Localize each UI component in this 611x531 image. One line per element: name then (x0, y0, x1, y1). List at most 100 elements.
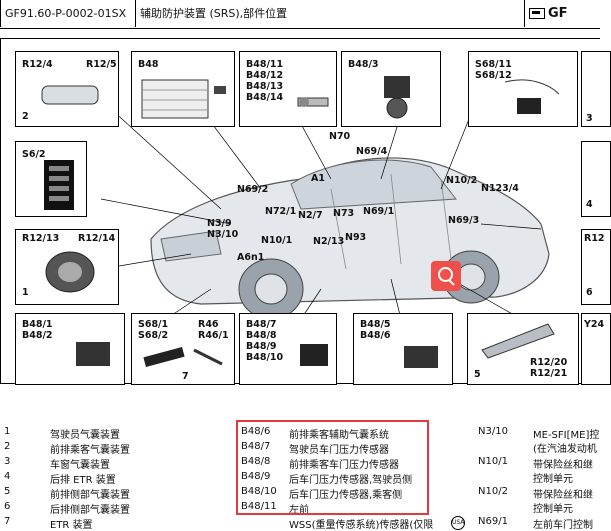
legend-key: 1 (4, 426, 11, 437)
box-y24-label: Y24 (584, 319, 605, 330)
box-r12-4-label-a: R12/4 (22, 59, 53, 70)
box-b48-5-label-a: B48/5 (360, 319, 391, 330)
box-label-3: 3 (581, 51, 611, 127)
legend-value: 控制单元 (533, 504, 573, 515)
box-r12-20-label-c: R12/21 (530, 368, 568, 379)
etr-unit-sketch (143, 346, 223, 368)
box-s68-1: S68/1 S68/2 R46 R46/1 7 (131, 313, 235, 385)
legend-key: 6 (4, 501, 11, 512)
legend-value: 带保险丝和继 (533, 460, 593, 471)
box-s68-1-label-e: 7 (182, 371, 189, 382)
legend-key: 3 (4, 456, 11, 467)
callout-n69-1: N69/1 (363, 206, 395, 217)
callout-n69-4: N69/4 (356, 146, 388, 157)
legend-value: 前排侧部气囊装置 (50, 490, 130, 501)
impact-sensor-sketch (76, 342, 110, 366)
box-r12-13-label-b: R12/14 (78, 233, 116, 244)
box-r12: R12 6 (581, 229, 611, 305)
legend-value: 前排乘客辅助气囊系统 (289, 430, 389, 441)
callout-n2-13: N2/13 (313, 236, 345, 247)
brand-cell: GF (525, 0, 600, 27)
box-r12-20-label-a: 5 (474, 369, 481, 380)
document-header: GF91.60-P-0002-01SX 辅助防护装置 (SRS),部件位置 GF (0, 0, 600, 29)
box-b48-11-label-a: B48/11 (246, 59, 284, 70)
legend-key: N10/2 (478, 486, 508, 497)
callout-a6n1: A6n1 (237, 252, 265, 263)
legend-value: ETR 装置 (50, 520, 93, 531)
legend-value: WSS(重量传感系统)传感器(仅限 (289, 520, 434, 531)
box-s68-1-label-b: S68/2 (138, 330, 169, 341)
box-r12-4: R12/4 R12/5 2 (15, 51, 119, 127)
legend-value: 驾驶员车门压力传感器 (289, 445, 389, 456)
callout-n3-9: N3/9 (207, 218, 232, 229)
box-r12-20-label-b: R12/20 (530, 357, 568, 368)
legend-value: 后排侧部气囊装置 (50, 505, 130, 516)
component-figure: R12/4 R12/5 2 B48 B48/11 B48/12 B48/13 B… (0, 38, 611, 385)
callout-n70: N70 (329, 131, 351, 142)
side-airbag-sketch (481, 323, 555, 359)
legend-key: B48/9 (241, 471, 271, 482)
box-s68-1-label-d: R46/1 (198, 330, 229, 341)
box-r12-13-label-a: R12/13 (22, 233, 60, 244)
legend-key: 7 (4, 516, 11, 527)
box-y24: Y24 (581, 313, 611, 385)
box-b48-1-label-b: B48/2 (22, 330, 53, 341)
zoom-button[interactable] (431, 261, 461, 291)
inflator-sketch (41, 85, 99, 105)
box-b48-7-label-a: B48/7 (246, 319, 277, 330)
legend-value: 前排乘客气囊装置 (50, 445, 130, 456)
callout-n73: N73 (333, 208, 355, 219)
box-b48-5: B48/5 B48/6 (353, 313, 453, 385)
legend-key: N69/1 (478, 516, 508, 527)
legend-value: (在汽油发动机 (533, 444, 597, 455)
box-b48-5-label-b: B48/6 (360, 330, 391, 341)
switch-panel-sketch (44, 160, 74, 210)
legend-key: 4 (4, 471, 11, 482)
box-b48: B48 (131, 51, 235, 127)
legend-key: N10/1 (478, 456, 508, 467)
box-r12-13-label-c: 1 (22, 287, 29, 298)
box-r12-label-b: 6 (586, 287, 593, 298)
sensor-mat-sketch (141, 79, 226, 119)
box-s68-11-label-b: S68/12 (475, 70, 512, 81)
box-b48-7-label-b: B48/8 (246, 330, 277, 341)
box-b48-7-label-d: B48/10 (246, 352, 284, 363)
callout-n93: N93 (345, 232, 367, 243)
legend-key: 5 (4, 486, 11, 497)
highlight-box (236, 420, 429, 515)
callout-a1: A1 (311, 173, 325, 184)
box-r12-20: 5 R12/20 R12/21 (467, 313, 579, 385)
magnifier-handle (448, 279, 455, 286)
bolt-sensor-sketch (297, 97, 329, 107)
legend-value: 后排 ETR 装置 (50, 475, 116, 486)
legend-key: B48/7 (241, 441, 271, 452)
legend-value: 控制单元 (533, 474, 573, 485)
box-s68-1-label-a: S68/1 (138, 319, 169, 330)
callout-n69-3: N69/3 (448, 215, 480, 226)
callout-n3-10: N3/10 (207, 229, 239, 240)
legend-value: 左前 (289, 505, 309, 516)
box-label-4-text: 4 (586, 199, 593, 210)
legend-value: 左前车门控制 (533, 520, 593, 531)
legend-value: 驾驶员气囊装置 (50, 430, 120, 441)
steering-wheel-sketch (45, 251, 95, 293)
box-b48-7: B48/7 B48/8 B48/9 B48/10 (239, 313, 337, 385)
belt-buckle-sketch (504, 79, 560, 114)
gf-logo-icon (529, 8, 545, 19)
box-b48-7-label-c: B48/9 (246, 341, 277, 352)
box-label-4: 4 (581, 141, 611, 217)
box-s6-2-label: S6/2 (22, 149, 46, 160)
box-b48-3: B48/3 (341, 51, 441, 127)
brand-text: GF (548, 6, 568, 21)
callout-n69-2: N69/2 (237, 184, 269, 195)
box-b48-label: B48 (138, 59, 159, 70)
legend-value: 后车门压力传感器,乘客侧 (289, 490, 403, 501)
box-b48-11: B48/11 B48/12 B48/13 B48/14 (239, 51, 337, 127)
box-s68-11-label-a: S68/11 (475, 59, 512, 70)
legend-value: 带保险丝和继 (533, 490, 593, 501)
legend-key: N3/10 (478, 426, 508, 437)
door-sensor-sketch (300, 344, 328, 366)
box-b48-1-label-a: B48/1 (22, 319, 53, 330)
box-s68-11: S68/11 S68/12 (468, 51, 578, 127)
box-s6-2: S6/2 (15, 141, 87, 217)
